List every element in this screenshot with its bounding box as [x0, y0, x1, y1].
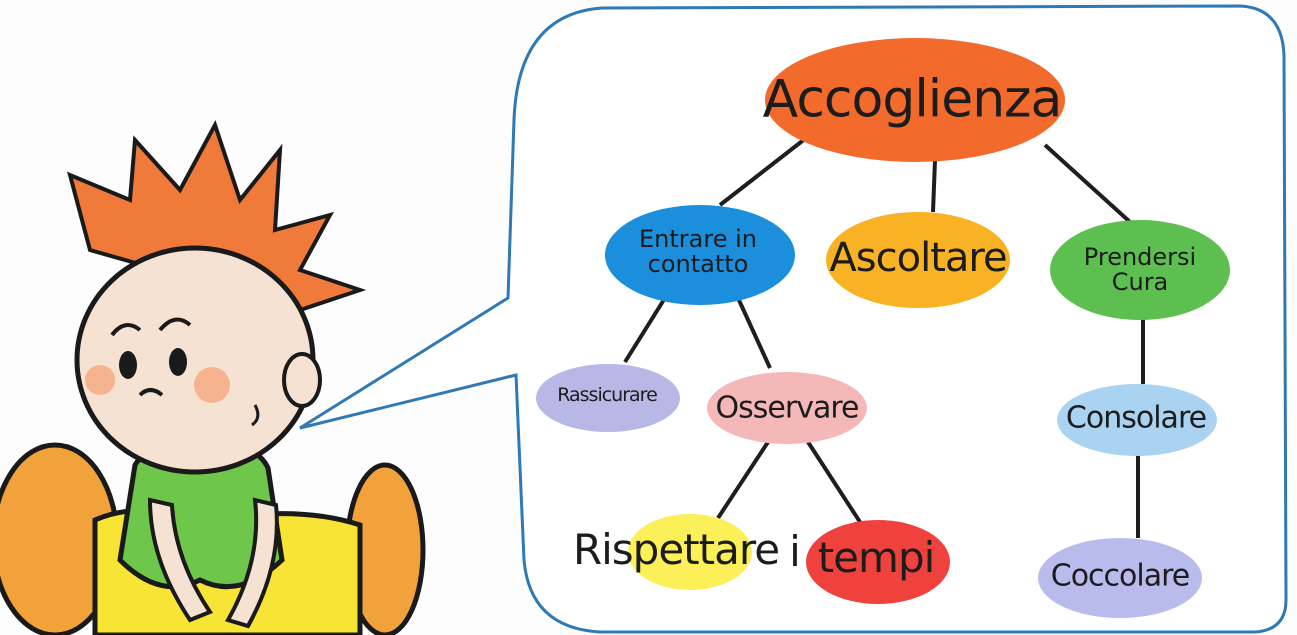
node-shape-rassicurare: [536, 364, 680, 432]
edge-entrare-rassicurare: [623, 296, 667, 364]
node-shape-tempi: [806, 520, 950, 604]
edge-root-ascoltare: [931, 159, 937, 213]
right-eyebrow: [158, 317, 192, 332]
node-shape-entrare: [605, 205, 795, 305]
concept-map-nodes: [536, 38, 1230, 618]
node-label-tempi: tempi: [817, 532, 936, 582]
node-shape-osservare: [707, 372, 867, 444]
head: [74, 245, 316, 475]
node-label-line: Prendersi: [1083, 242, 1197, 271]
node-shape-rispettare: [628, 514, 752, 590]
edge-entrare-osservare: [736, 297, 772, 369]
node-label-ascoltare: Ascoltare: [829, 235, 1007, 281]
node-label-prendersi-cura: Prendersi Cura: [1083, 242, 1197, 296]
node-label-rispettare: Rispettare: [572, 524, 780, 574]
left-arm: [147, 497, 214, 623]
node-label-consolare: Consolare: [1065, 400, 1207, 436]
node-label-osservare: Osservare: [715, 390, 860, 426]
node-label-rassicurare: Rassicurare: [557, 384, 658, 407]
left-cheek: [85, 365, 115, 395]
node-shape-ascoltare: [826, 212, 1010, 308]
right-arm: [225, 497, 279, 629]
edge-osservare-tempi: [806, 440, 862, 524]
child-illustration: [0, 119, 426, 635]
node-shape-coccolare: [1038, 538, 1202, 618]
edge-root-entrare: [718, 133, 812, 207]
node-label-line: contatto: [647, 250, 749, 278]
node-label-entrare-in-contatto: Entrare in contatto: [639, 224, 757, 278]
ear: [282, 352, 322, 408]
node-label-line: Entrare in: [639, 224, 757, 253]
node-shape-prendersi: [1050, 220, 1230, 320]
node-label-accoglienza: Accoglienza: [762, 69, 1063, 130]
left-eye: [119, 351, 137, 379]
concept-map-edges: [623, 133, 1145, 538]
connector-word-i: i: [789, 526, 801, 576]
mouth: [138, 388, 164, 397]
speech-bubble: [299, 4, 1288, 634]
node-label-coccolare: Coccolare: [1050, 558, 1190, 594]
smile-line: [251, 404, 260, 427]
edge-root-prendersi: [1043, 143, 1132, 224]
right-cheek: [194, 367, 230, 403]
edge-osservare-rispettare: [716, 440, 770, 520]
node-shape-consolare: [1057, 384, 1217, 456]
right-eye: [169, 348, 187, 376]
node-shape-root: [765, 38, 1065, 162]
left-eyebrow: [110, 323, 142, 337]
node-label-line: Cura: [1111, 268, 1169, 296]
